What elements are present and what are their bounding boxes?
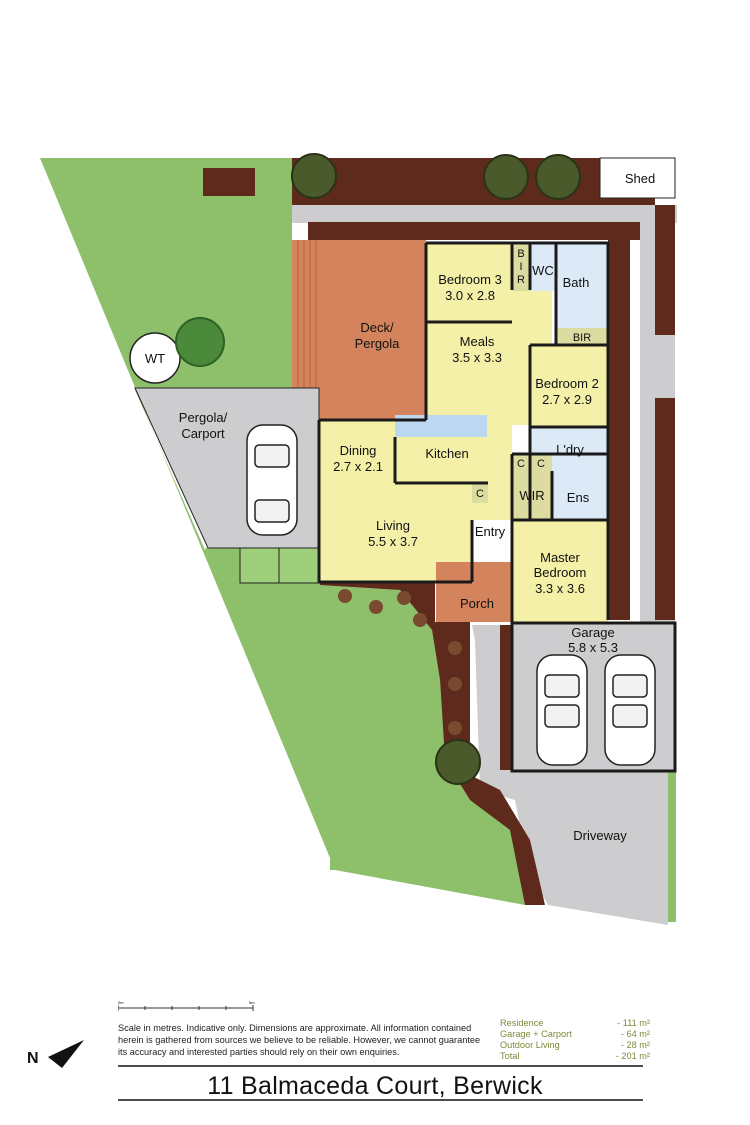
master-label-2: Bedroom [534,565,587,580]
living-label: Living [376,518,410,533]
bedroom2-dims: 2.7 x 2.9 [542,392,592,407]
garden-bed-house-right [608,240,630,620]
dining-dims: 2.7 x 2.1 [333,459,383,474]
carport-gate [239,547,319,584]
wir-label: WIR [519,488,544,503]
car-icon [246,424,298,536]
water-tank [129,332,181,384]
scale-bar: 0m 5m [117,1000,258,1019]
driveway-label: Driveway [573,828,627,843]
area-label: Total [500,1051,520,1061]
garden-bed-side-1 [655,205,675,335]
scale-end-label: 5m [249,1000,255,1005]
entry-label: Entry [475,524,506,539]
porch [436,562,512,622]
car-icon [536,654,588,766]
bath-label: Bath [563,275,590,290]
c-label-1: C [517,458,525,470]
shrub-icons [338,589,462,735]
shed-label: Shed [625,171,655,186]
bedroom2-area [530,345,608,427]
area-value: - 28 m² [620,1040,650,1050]
wt-label: WT [145,351,165,366]
living-dims: 5.5 x 3.7 [368,534,418,549]
driveway-paving [472,625,668,925]
area-value: - 201 m² [615,1051,650,1061]
wir-area [512,471,552,520]
c-area-1 [512,454,530,471]
deck-pergola [319,240,426,420]
area-row: Garage + Carport - 64 m² [500,1029,650,1040]
bath-area [556,243,608,328]
c-area-2 [530,454,552,471]
garage-label: Garage [571,625,614,640]
deck-boards [292,240,319,388]
deck-board-lines [297,240,317,388]
bir3-label-r: R [517,274,525,286]
carport-label: Pergola/ [179,410,228,425]
car-icon [604,654,656,766]
deck-label-2: Pergola [355,336,401,351]
bedroom2-label: Bedroom 2 [535,376,599,391]
wc-label: WC [532,263,554,278]
master-label: Master [540,550,580,565]
porch-label: Porch [460,596,494,611]
wc-area [530,243,556,291]
north-label: N [27,1050,39,1067]
garden-bed-top-left [203,168,255,196]
ens-label: Ens [567,490,590,505]
property-address: 11 Balmaceda Court, Berwick [207,1072,543,1100]
area-label: Residence [500,1018,544,1028]
bir3-label-i: I [519,261,522,273]
deck-label: Deck/ [360,320,394,335]
garden-bed-garage [500,625,512,770]
bir2-area [556,328,608,345]
bedroom3-dims: 3.0 x 2.8 [445,288,495,303]
bedroom3-label: Bedroom 3 [438,272,502,287]
c-label-3: C [476,488,484,500]
master-dims: 3.3 x 3.6 [535,581,585,596]
shed [599,157,676,199]
meals-dims: 3.5 x 3.3 [452,350,502,365]
c-label-2: C [537,458,545,470]
garden-bed-front [320,583,545,905]
master-area [512,520,608,623]
area-row: Outdoor Living - 28 m² [500,1040,650,1051]
meals-label: Meals [460,334,495,349]
laundry-label: L'dry [556,442,584,457]
walls [317,241,610,623]
area-summary: Residence - 111 m² Garage + Carport - 64… [500,1018,650,1062]
garage-dims: 5.8 x 5.3 [568,640,618,655]
area-label: Garage + Carport [500,1029,572,1039]
area-value: - 64 m² [620,1029,650,1039]
c-area-3 [472,483,488,503]
bir2-label: BIR [573,332,591,344]
area-label: Outdoor Living [500,1040,560,1050]
lawn-strip-right [668,772,676,922]
hall-area [512,290,552,350]
carport-label-2: Carport [181,426,225,441]
bir3-area [512,243,530,291]
garden-bed-rear-right [600,195,655,205]
kitchen-label: Kitchen [425,446,468,461]
bir3-label-b: B [517,248,524,260]
ens-area [552,471,608,520]
kitchen-bench [395,415,487,437]
rear-path [292,205,677,223]
area-row: Residence - 111 m² [500,1018,650,1029]
area-row: Total - 201 m² [500,1051,650,1062]
disclaimer-text: Scale in metres. Indicative only. Dimens… [118,1023,481,1057]
lawn-front [205,548,525,905]
living-zone [319,320,530,582]
garden-bed-house-rear [308,222,640,240]
garden-bed-side-2 [655,398,675,620]
tree-icons [175,153,581,785]
north-arrow-icon [48,1040,84,1068]
scale-start-label: 0m [118,1000,124,1005]
bedroom3-area [426,243,512,323]
area-value: - 111 m² [617,1018,650,1028]
dining-label: Dining [340,443,377,458]
